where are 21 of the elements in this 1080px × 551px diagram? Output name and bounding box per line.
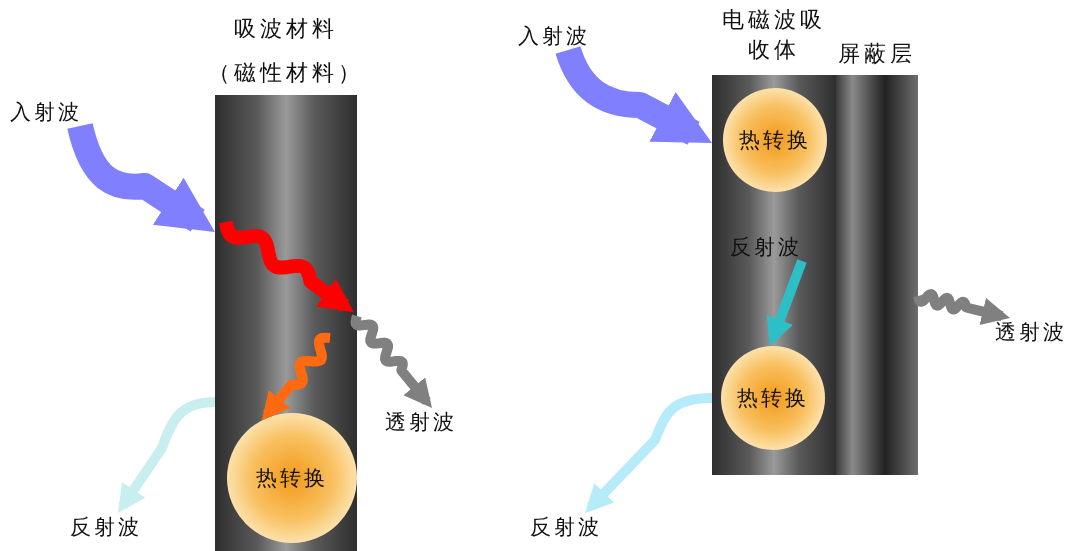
wave-label: 反射波 [70,513,142,541]
arrow [766,259,807,347]
layer-heading: 吸波材料（磁性材料） [207,15,365,87]
curved-arrow [118,397,216,513]
curved-arrow [585,393,713,514]
wave-label: 反射波 [730,233,802,261]
wave-label: 透射波 [385,408,457,436]
wave-label: 入射波 [10,98,82,126]
layer-heading: 电磁波吸收体 [721,6,827,64]
curved-arrow [67,122,215,233]
circle-label: 热转换 [739,127,811,154]
wave-arrow [913,289,1010,326]
circle-label: 热转换 [737,385,809,412]
wave-arrow [350,314,432,408]
layer-heading: 屏蔽层 [837,40,917,68]
wave-label: 入射波 [518,22,590,50]
circle-label: 热转换 [256,465,328,492]
curved-arrow [555,45,712,145]
wave-label: 透射波 [995,318,1067,346]
wave-label: 反射波 [530,513,602,541]
wave-arrow [261,332,333,421]
